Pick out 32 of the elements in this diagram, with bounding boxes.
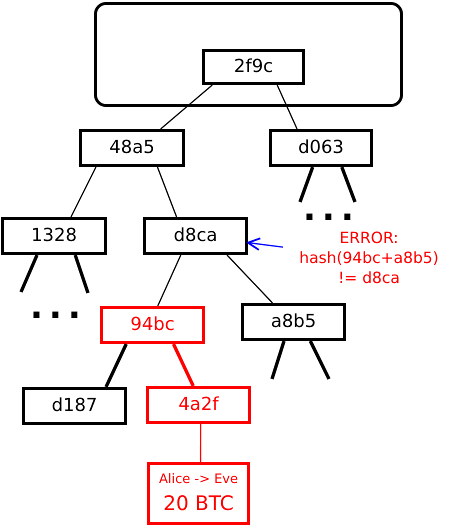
transaction-parties: Alice -> Eve (158, 473, 238, 488)
transaction-amount: 20 BTC (163, 492, 234, 514)
hash-box: a8b5 (241, 303, 346, 341)
connector-line (19, 254, 39, 293)
hash-box: d8ca (143, 217, 248, 255)
hash-box: d187 (22, 387, 127, 425)
hash-box: 4a2f (146, 386, 251, 424)
connector-line (270, 340, 286, 380)
error-message: ERROR: hash(94bc+a8b5) != d8ca (298, 228, 440, 288)
connector-line (340, 166, 357, 203)
transaction-box (147, 462, 250, 525)
hash-box: 2f9c (202, 49, 305, 85)
hash-box: d063 (269, 129, 373, 167)
connector-line (276, 84, 298, 130)
hash-box: 48a5 (79, 129, 185, 167)
connector-line (70, 166, 97, 218)
hash-box: 94bc (100, 306, 205, 344)
connector-line (74, 254, 90, 294)
connector-line (298, 166, 314, 203)
ellipsis-mark: ... (30, 290, 87, 324)
connector-line (104, 343, 128, 388)
connector-line (160, 84, 213, 130)
connector-line (226, 254, 273, 304)
connector-line (308, 340, 331, 380)
arrow (247, 237, 284, 251)
connector-line (157, 254, 182, 306)
rounded-frame (94, 2, 403, 107)
ellipsis-mark: ... (303, 192, 360, 226)
connector-line (200, 424, 202, 462)
connector-line (172, 343, 195, 387)
hash-box: 1328 (1, 217, 107, 255)
connector-line (156, 166, 178, 218)
